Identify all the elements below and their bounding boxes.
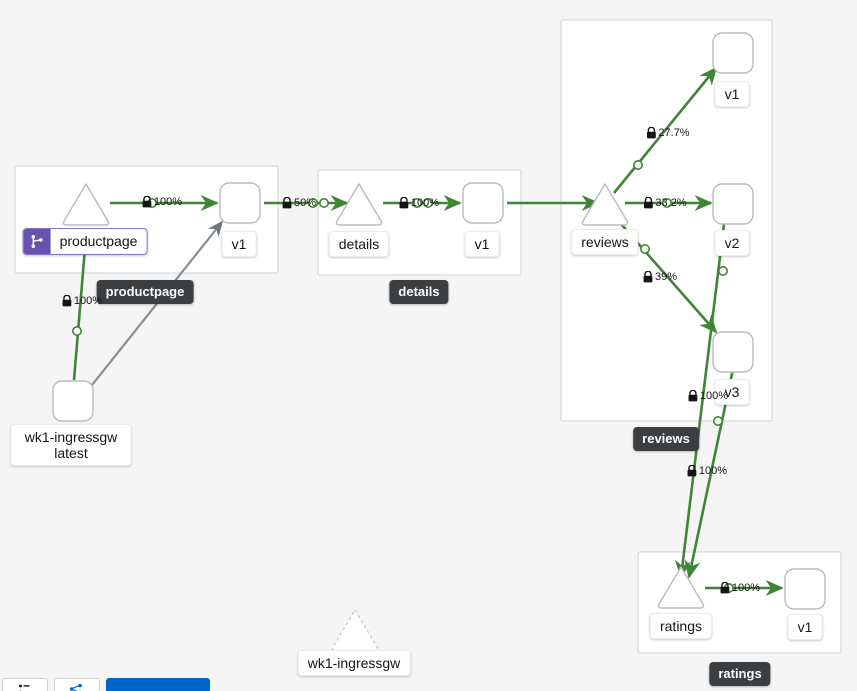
mtls-lock-icon bbox=[643, 197, 653, 209]
edge-label-text: 33.2% bbox=[655, 197, 687, 209]
box-label-productpage[interactable]: productpage bbox=[96, 280, 194, 304]
mtls-lock-icon bbox=[142, 196, 152, 208]
node-label-ratings-v1[interactable]: v1 bbox=[787, 614, 823, 640]
edge-ingressgw-to-productpage-svc[interactable] bbox=[72, 234, 93, 381]
edge-label-reviews-to-v1: 27.7% bbox=[646, 127, 690, 139]
edge-label-reviews-v3-to-ratings: 100% bbox=[688, 390, 728, 402]
primary-action-button[interactable] bbox=[106, 678, 210, 691]
node-label-text: productpage bbox=[59, 233, 138, 249]
edge-traffic-dot bbox=[307, 198, 318, 209]
box-label-details[interactable]: details bbox=[389, 280, 449, 304]
node-reviews-v3[interactable] bbox=[712, 331, 754, 373]
node-details-service[interactable] bbox=[335, 183, 383, 226]
edge-label-text: 100% bbox=[699, 390, 729, 402]
node-reviews-service[interactable] bbox=[581, 183, 629, 226]
node-label-wk1-ingressgw[interactable]: wk1-ingressgw latest bbox=[10, 424, 132, 466]
node-label-reviews-v3[interactable]: v3 bbox=[714, 379, 750, 405]
node-label-ghost-wk1-ingressgw[interactable]: wk1-ingressgw bbox=[297, 650, 411, 676]
node-label-reviews-v2[interactable]: v2 bbox=[714, 230, 750, 256]
virtual-service-icon bbox=[23, 229, 51, 254]
node-label-details-service[interactable]: details bbox=[328, 231, 390, 257]
node-wk1-ingressgw[interactable] bbox=[52, 380, 94, 422]
node-label-ratings-service[interactable]: ratings bbox=[649, 613, 713, 639]
node-productpage-v1[interactable] bbox=[219, 182, 261, 224]
legend-chip[interactable] bbox=[2, 678, 48, 691]
node-ghost-wk1-ingressgw[interactable] bbox=[331, 609, 379, 652]
mtls-lock-icon bbox=[643, 271, 653, 283]
edge-traffic-dot bbox=[422, 198, 433, 209]
edge-label-text: 100% bbox=[153, 196, 183, 208]
graph-find-chip[interactable] bbox=[54, 678, 100, 691]
edge-label-text: 39% bbox=[654, 271, 678, 283]
edge-traffic-dot bbox=[72, 325, 83, 336]
node-productpage-service[interactable] bbox=[62, 183, 110, 226]
share-nodes-icon bbox=[69, 683, 83, 691]
mtls-lock-icon bbox=[399, 197, 409, 209]
edge-traffic-dot bbox=[411, 198, 422, 209]
edge-traffic-dot bbox=[717, 265, 728, 276]
node-label-reviews-service[interactable]: reviews bbox=[571, 229, 639, 255]
edge-label-productpage-svc-to-v1: 100% bbox=[142, 196, 182, 208]
node-label-reviews-v1[interactable]: v1 bbox=[714, 81, 750, 107]
edge-label-reviews-v2-to-ratings: 100% bbox=[687, 465, 727, 477]
bottom-toolbar[interactable] bbox=[0, 678, 857, 691]
edge-label-text: 100% bbox=[410, 197, 440, 209]
node-ratings-service[interactable] bbox=[657, 566, 705, 609]
edge-label-text: 27.7% bbox=[658, 127, 690, 139]
mtls-lock-icon bbox=[687, 465, 697, 477]
edge-traffic-dot bbox=[632, 160, 643, 171]
edge-label-text: 50% bbox=[293, 197, 317, 209]
edge-traffic-dot bbox=[639, 244, 650, 255]
edge-reviews-svc-to-v1[interactable] bbox=[612, 66, 718, 194]
edge-label-ratings-svc-to-v1: 100% bbox=[720, 582, 760, 594]
edge-label-text: 100% bbox=[731, 582, 761, 594]
edge-label-reviews-to-v3: 39% bbox=[643, 271, 677, 283]
legend-icon bbox=[18, 683, 30, 691]
box-label-ratings[interactable]: ratings bbox=[709, 662, 771, 686]
node-label-productpage-v1[interactable]: v1 bbox=[221, 231, 257, 257]
edge-label-text: 100% bbox=[73, 295, 103, 307]
node-reviews-v2[interactable] bbox=[712, 183, 754, 225]
app-box-reviews[interactable] bbox=[560, 19, 773, 422]
mtls-lock-icon bbox=[62, 295, 72, 307]
edge-label-productpage-v1-to-details: 50% bbox=[282, 197, 316, 209]
edge-label-details-svc-to-v1: 100% bbox=[399, 197, 439, 209]
box-label-reviews[interactable]: reviews bbox=[633, 427, 699, 451]
mtls-lock-icon bbox=[688, 390, 698, 402]
node-reviews-v1[interactable] bbox=[712, 32, 754, 74]
edge-label-reviews-to-v2: 33.2% bbox=[643, 197, 687, 209]
mtls-lock-icon bbox=[646, 127, 656, 139]
edge-traffic-dot bbox=[661, 198, 672, 209]
edge-label-ingressgw-to-productpage: 100% bbox=[62, 295, 102, 307]
node-label-productpage-service[interactable]: productpage bbox=[22, 228, 148, 255]
mtls-lock-icon bbox=[282, 197, 292, 209]
node-ratings-v1[interactable] bbox=[784, 568, 826, 610]
edge-label-text: 100% bbox=[698, 465, 728, 477]
edge-traffic-dot bbox=[712, 415, 723, 426]
edge-reviews-v2-to-ratings-svc[interactable] bbox=[675, 223, 726, 579]
node-label-details-v1[interactable]: v1 bbox=[464, 231, 500, 257]
node-details-v1[interactable] bbox=[462, 182, 504, 224]
mtls-lock-icon bbox=[720, 582, 730, 594]
edge-traffic-dot bbox=[318, 198, 329, 209]
